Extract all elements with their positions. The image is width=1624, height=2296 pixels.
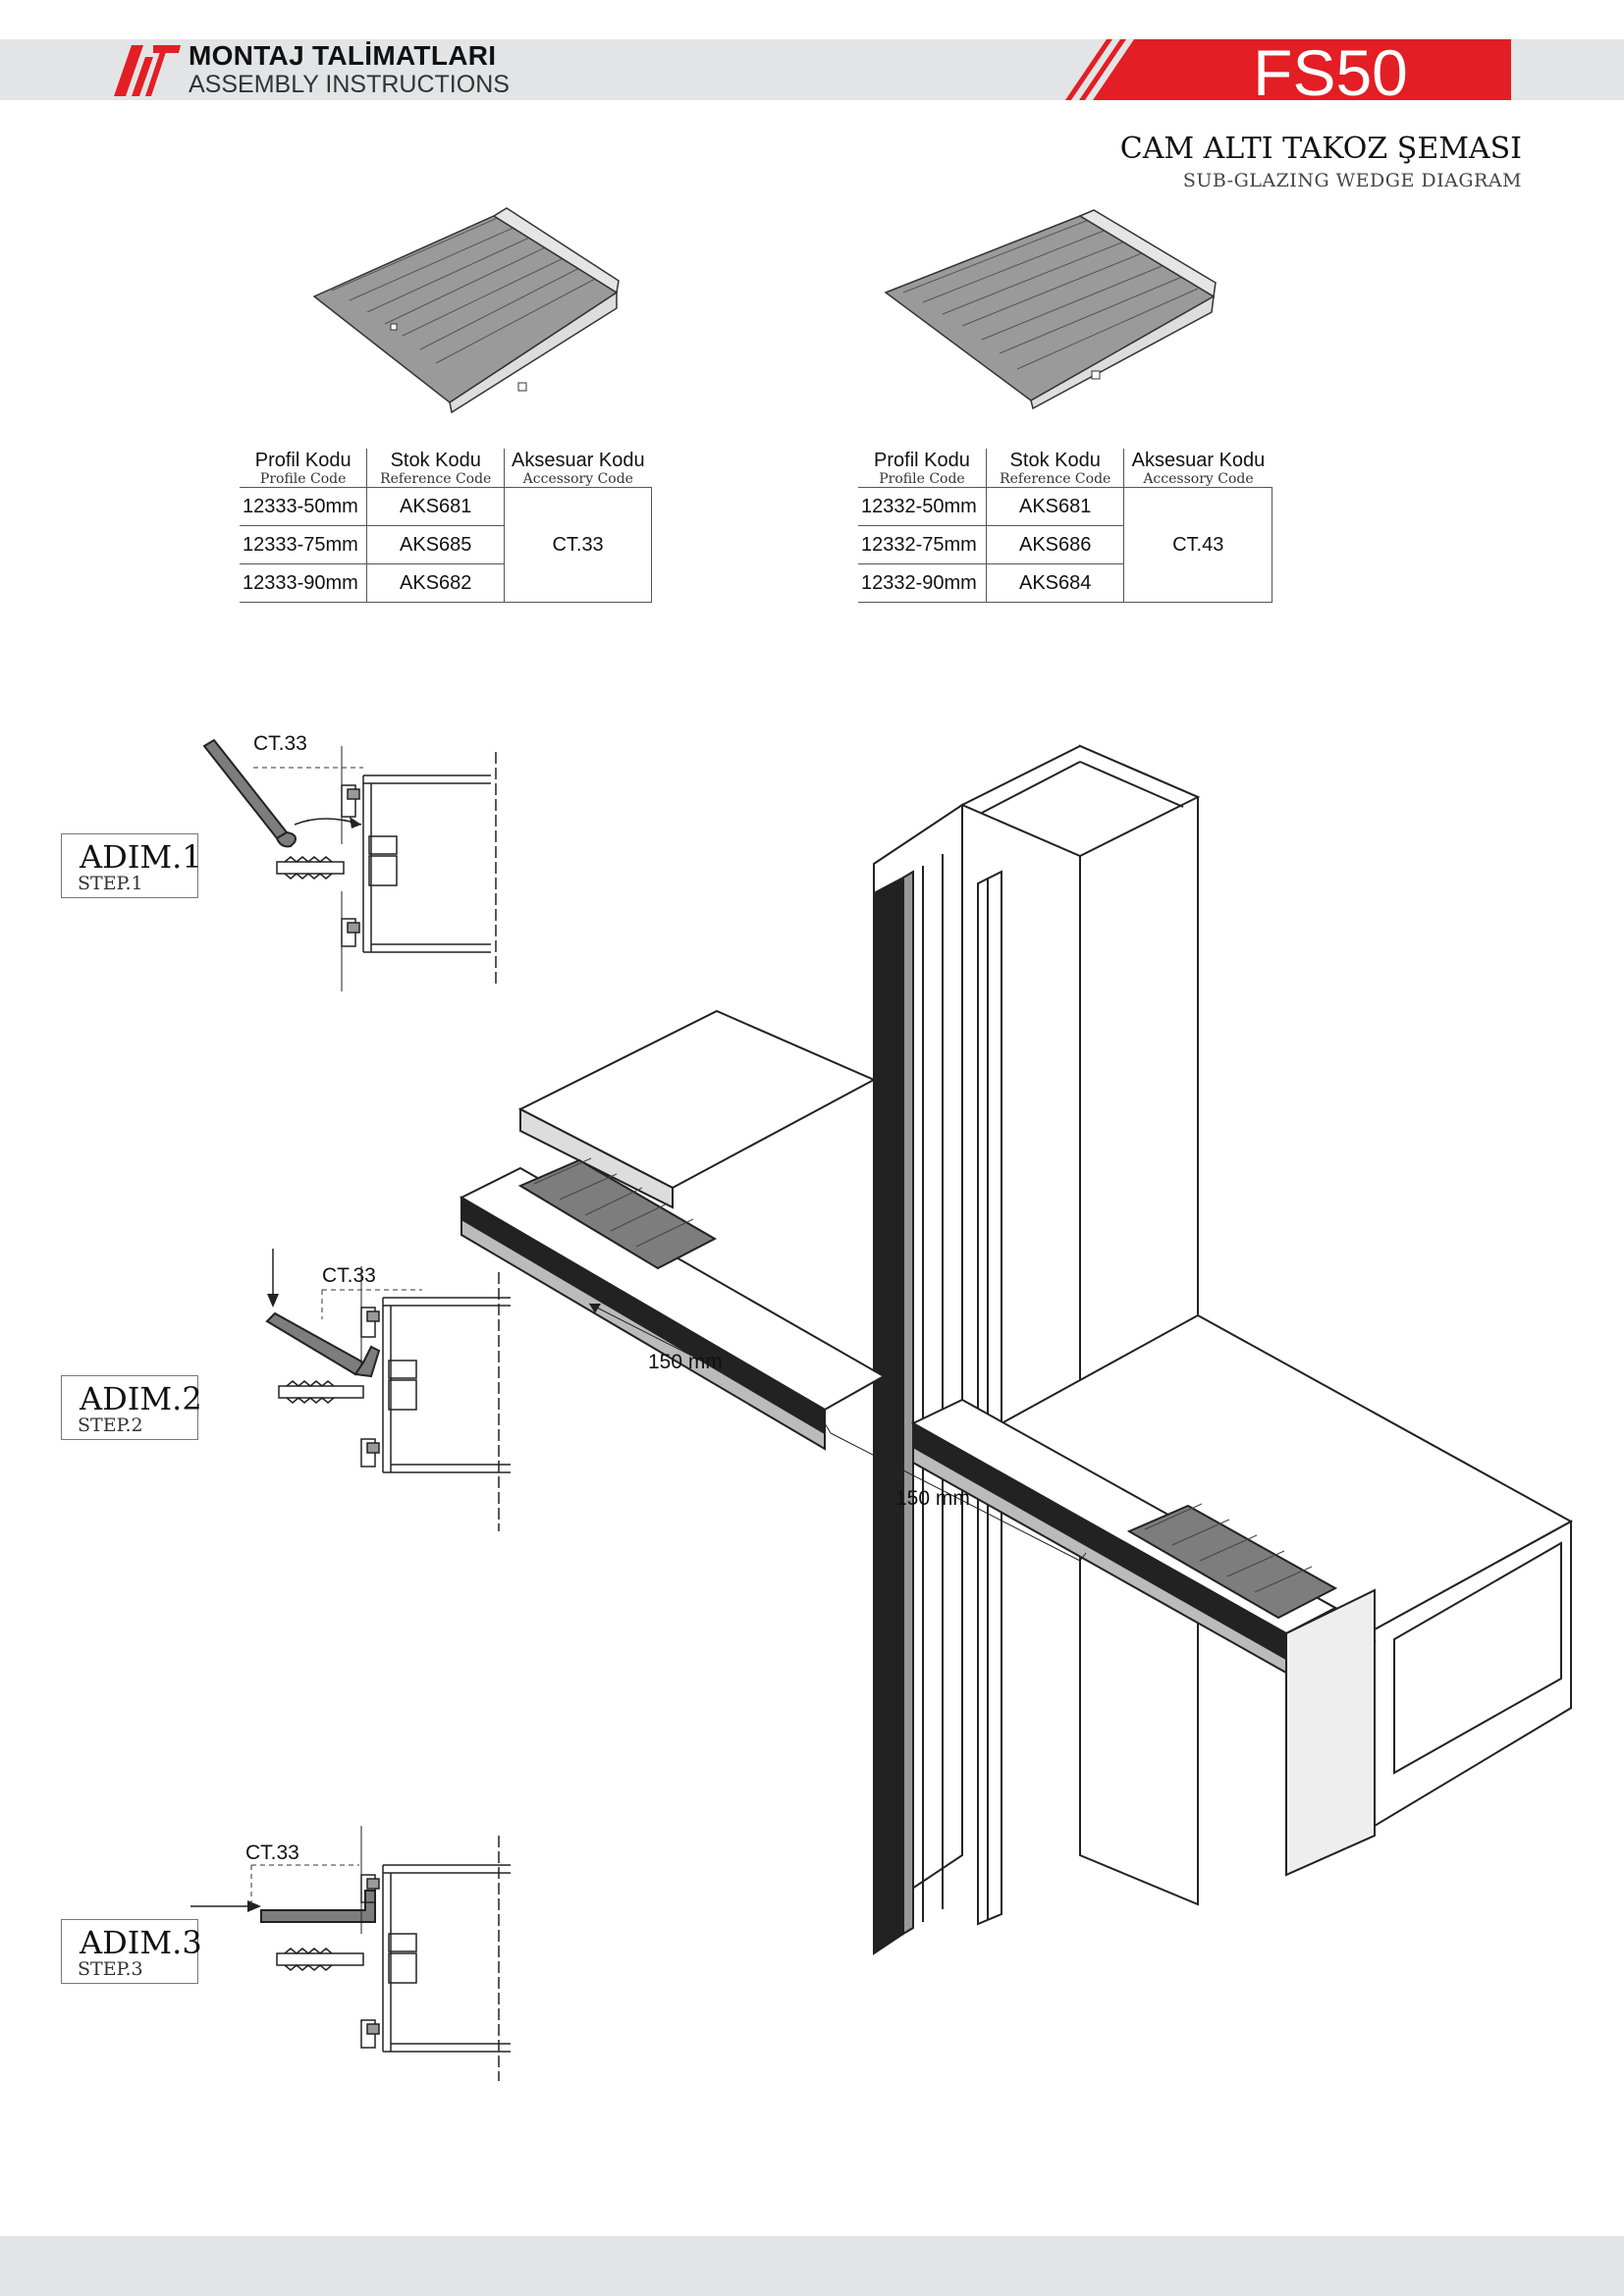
step1-box: ADIM.1 STEP.1 xyxy=(61,833,202,898)
diagram-title-en: SUB-GLAZING WEDGE DIAGRAM xyxy=(1182,170,1522,191)
model-banner xyxy=(1065,39,1511,100)
profile-code: 12332-90mm xyxy=(858,563,987,603)
stock-code: AKS686 xyxy=(985,525,1125,564)
profile-code: 12333-75mm xyxy=(240,525,368,564)
table-row: 12333-75mm AKS685 xyxy=(240,525,652,564)
profile-code: 12332-50mm xyxy=(858,487,987,526)
stock-code: AKS684 xyxy=(985,563,1125,603)
step3-part-label: CT.33 xyxy=(245,1842,299,1864)
step1-label-tr: ADIM.1 xyxy=(80,838,202,876)
step2-box: ADIM.2 STEP.2 xyxy=(61,1375,202,1440)
step3-label-tr: ADIM.3 xyxy=(80,1924,202,1961)
step2-label-tr: ADIM.2 xyxy=(80,1380,202,1417)
table-row: 12332-90mm AKS684 xyxy=(858,563,1272,603)
profile-code: 12333-90mm xyxy=(240,563,368,603)
table-row: 12333-50mm AKS681 CT.33 xyxy=(240,487,652,603)
step2-part-label: CT.33 xyxy=(322,1264,376,1287)
footer-band xyxy=(0,2236,1624,2296)
step1-label-en: STEP.1 xyxy=(78,873,143,894)
step3-section-drawing xyxy=(190,1826,511,2081)
table-row: 12332-75mm AKS686 xyxy=(858,525,1272,564)
step2-section-drawing xyxy=(265,1249,511,1531)
wedge-ct43-drawing xyxy=(884,209,1217,410)
step3-box: ADIM.3 STEP.3 xyxy=(61,1919,202,1984)
stock-code: AKS685 xyxy=(366,525,506,564)
diagram-title: CAM ALTI TAKOZ ŞEMASI SUB-GLAZING WEDGE … xyxy=(1120,132,1522,191)
step1-part-label: CT.33 xyxy=(253,732,307,755)
model-code: FS50 xyxy=(1253,36,1408,109)
accessory-code: CT.43 xyxy=(1123,487,1272,603)
profile-code: 12332-75mm xyxy=(858,525,987,564)
header-title-tr: MONTAJ TALİMATLARI xyxy=(189,40,497,71)
table-row: 12333-90mm AKS682 xyxy=(240,563,652,603)
header-title-en: ASSEMBLY INSTRUCTIONS xyxy=(189,71,510,98)
accessory-code: CT.33 xyxy=(504,487,652,603)
table-row: 12332-50mm AKS681 CT.43 xyxy=(858,487,1272,603)
dimension-right-label: 150 mm xyxy=(895,1487,970,1510)
dimension-left-label: 150 mm xyxy=(648,1351,723,1373)
step1-section-drawing xyxy=(202,738,497,991)
stock-code: AKS681 xyxy=(985,487,1125,526)
curtain-wall-isometric-drawing xyxy=(459,744,1574,1955)
wedge-ct33-drawing xyxy=(312,207,620,414)
profile-code: 12333-50mm xyxy=(240,487,368,526)
step2-label-en: STEP.2 xyxy=(78,1415,143,1436)
stock-code: AKS681 xyxy=(366,487,506,526)
step3-label-en: STEP.3 xyxy=(78,1958,143,1980)
brand-logo-icon xyxy=(114,45,181,96)
stock-code: AKS682 xyxy=(366,563,506,603)
diagram-title-tr: CAM ALTI TAKOZ ŞEMASI xyxy=(1119,132,1522,166)
